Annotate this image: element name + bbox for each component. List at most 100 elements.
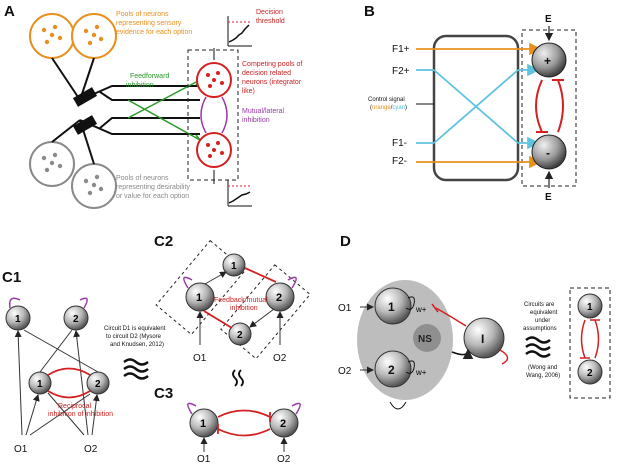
sensory-pool-1 (29, 13, 75, 59)
panel-label-a: A (4, 3, 15, 20)
plus-node (531, 42, 567, 78)
panel-label-d: D (340, 233, 351, 250)
d-node-2 (374, 350, 412, 388)
c2-node-bottom-2-label: 2 (237, 330, 243, 341)
c2-input-o1: O1 (193, 353, 207, 364)
control-signal-label: Control signal (orange/cyan) (368, 97, 407, 111)
d-input-o1: O1 (338, 303, 352, 314)
c3-node-1-label: 1 (200, 418, 206, 430)
c2-self-loop-2 (287, 276, 297, 289)
mutual-inhibition-arcs (200, 96, 228, 134)
minus-node (531, 134, 567, 170)
c2-dashed-box-1 (155, 239, 247, 336)
panel-label-c3: C3 (154, 385, 173, 402)
c1-inh-node-1-label: 1 (37, 379, 43, 390)
panel-a-connections (51, 57, 200, 165)
sensory-pools-label: Pools of neurons representing sensory ev… (116, 11, 192, 36)
d-inh-self-loop (499, 349, 509, 365)
d-wplus-1: w+ (415, 305, 427, 314)
d-inhibitory-node (463, 317, 505, 359)
d-self-loop-1 (405, 296, 415, 310)
c2-node-top-1 (222, 253, 246, 277)
d-equivalence-note: Circuits are equivalent under assumption… (523, 302, 559, 332)
mutual-inhibition-label: Mutual/lateral inhibition (242, 108, 286, 124)
decision-pool-top (196, 62, 232, 98)
c1-reciprocal-inhibition (47, 367, 91, 399)
c1-self-loop-2 (79, 297, 88, 309)
c2-connections (196, 271, 284, 345)
c3-node-2-label: 2 (280, 418, 286, 430)
c3-inputs (200, 437, 288, 452)
d-population-loop (389, 401, 407, 410)
c2-input-o2: O2 (273, 353, 287, 364)
c1-node-2 (63, 305, 89, 331)
d-box-inhibition (580, 319, 600, 359)
sensory-pool-2 (71, 13, 117, 59)
c1-input-o1: O1 (14, 444, 28, 455)
c2-node-1-label: 1 (196, 292, 202, 304)
d-ns-node (413, 324, 441, 352)
decision-pools-box (187, 49, 239, 181)
d-inhibitory-label: I (481, 332, 484, 346)
c3-input-o1: O1 (197, 454, 211, 465)
input-f1-minus: F1- (392, 138, 407, 149)
d-wplus-2: w+ (415, 368, 427, 377)
b-mutual-inhibition (535, 79, 564, 133)
c1-input-o2: O2 (84, 444, 98, 455)
c1-node-1 (5, 305, 31, 331)
control-box (432, 34, 520, 182)
d-ns-label: NS (418, 334, 432, 345)
c1-self-loop-1 (8, 297, 21, 309)
d-connections (431, 303, 474, 360)
e-bottom: E (545, 192, 552, 203)
threshold-label: Decision threshold (256, 9, 285, 25)
d-citation: (Wong and Wang, 2006) (526, 365, 560, 379)
approx-symbol-c2 (232, 369, 244, 387)
c2-feedback-inhibition (203, 267, 277, 329)
d-input-o2: O2 (338, 366, 352, 377)
input-f1-plus: F1+ (392, 44, 410, 55)
c1-node-2-label: 2 (73, 314, 79, 325)
decision-pool-bottom (196, 132, 232, 168)
d-node-1-label: 1 (388, 300, 395, 314)
c2-self-loop-1 (183, 276, 193, 289)
c3-mutual-inhibition (217, 409, 271, 437)
c1-reciprocal-label: Reciprocal inhibition of inhibition (48, 403, 113, 418)
d-box-node-1-label: 1 (587, 302, 593, 313)
plus-node-label: + (544, 54, 551, 68)
c2-feedback-label: Feedback/mutual inhibition (214, 297, 270, 312)
input-f2-minus: F2- (392, 156, 407, 167)
c3-self-loop-2 (291, 402, 301, 415)
c3-self-loop-1 (187, 402, 197, 415)
e-top: E (545, 14, 552, 25)
desirability-pool-1 (29, 141, 75, 187)
d-box-node-2 (577, 359, 603, 385)
c1-inh-node-2-label: 2 (95, 379, 101, 390)
threshold-plot-top (213, 16, 252, 60)
input-f2-plus: F2+ (392, 66, 410, 77)
d-node-1 (374, 287, 412, 325)
blocker-bottom (72, 115, 98, 135)
panel-label-c2: C2 (154, 233, 173, 250)
panel-label-c1: C1 (2, 269, 21, 286)
c2-node-2-label: 2 (276, 292, 282, 304)
d-node-2-label: 2 (388, 363, 395, 377)
feedforward-label: Feedforward inhibition (126, 73, 171, 89)
d-inputs (360, 303, 374, 374)
c1-node-1-label: 1 (15, 314, 21, 325)
c1-equivalence-note: Circuit D1 is equivalent to circuit D2 (… (104, 326, 167, 348)
c1-connections (14, 329, 100, 436)
d-self-loop-2 (405, 360, 415, 374)
panel-label-b: B (364, 3, 375, 20)
d-box-node-2-label: 2 (587, 368, 593, 379)
approx-symbol-c1 (123, 358, 149, 380)
c2-node-top-1-label: 1 (231, 261, 237, 272)
desirability-pools-label: Pools of neurons representing desirabili… (116, 175, 192, 200)
d-box-node-1 (577, 293, 603, 319)
c2-node-bottom-2 (228, 322, 252, 346)
desirability-pool-2 (71, 163, 117, 209)
decision-pools-label: Competing pools of decision related neur… (242, 61, 304, 95)
approx-symbol-d (525, 336, 551, 358)
blocker-top (72, 87, 98, 107)
